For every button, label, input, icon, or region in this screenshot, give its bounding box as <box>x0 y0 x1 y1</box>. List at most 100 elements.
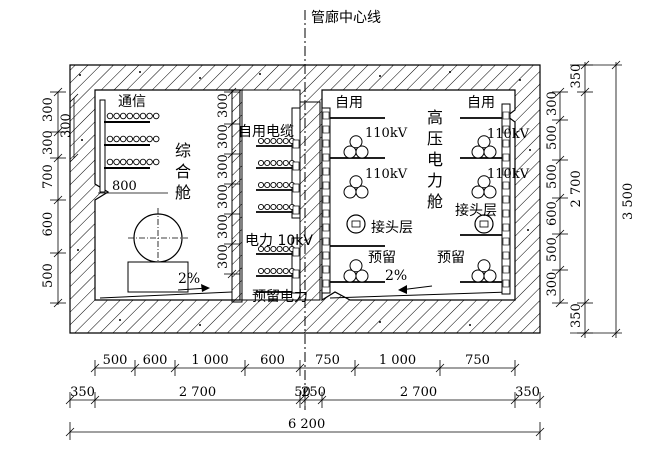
rack-clamp <box>502 125 510 134</box>
cable <box>139 158 147 166</box>
cable <box>264 203 271 211</box>
dim-value: 300 <box>216 93 231 118</box>
joint-layer-label: 接头层 <box>455 202 497 219</box>
dim-tick <box>240 363 250 373</box>
self-use-cable-label: 自用电缆 <box>238 124 294 140</box>
dim-value: 2 700 <box>179 385 216 400</box>
svg-text:2%: 2% <box>385 268 407 284</box>
dim-value: 350 <box>515 385 540 400</box>
cable <box>257 203 265 211</box>
dim-tick <box>317 395 327 405</box>
dim-tick <box>555 265 565 275</box>
rack-clamp <box>322 223 330 232</box>
dim-value: 600 <box>41 212 56 237</box>
rack-clamp <box>322 209 330 218</box>
kv110-label: 110kV <box>365 167 408 182</box>
rack-clamp <box>322 167 330 176</box>
dim-value: 600 <box>143 353 168 368</box>
cable <box>119 112 127 120</box>
dim-tick <box>295 363 305 373</box>
dim-tick <box>555 87 565 97</box>
dim-value: 500 <box>545 164 560 189</box>
dim-tick <box>130 363 140 373</box>
dim-tick <box>53 87 63 97</box>
rack-clamp <box>322 279 330 288</box>
rack-clamp <box>322 139 330 148</box>
dim-value: 600 <box>545 201 560 226</box>
hv-cable <box>349 135 363 149</box>
joint-core <box>351 220 361 228</box>
cable <box>133 158 140 166</box>
dim-value: 350 <box>70 385 95 400</box>
cable <box>113 158 120 166</box>
kv110-label: 110kV <box>487 167 530 182</box>
cable <box>119 135 127 143</box>
dim-tick <box>300 395 310 405</box>
dim-value: 1 000 <box>379 353 416 368</box>
reserved-power-label: 预留电力 <box>252 289 308 305</box>
cable <box>133 135 140 143</box>
rack-clamp <box>502 181 510 190</box>
rack-clamp <box>322 111 330 120</box>
rack-clamp <box>322 195 330 204</box>
cable <box>139 112 147 120</box>
hv-cable <box>477 175 491 189</box>
comm-cables <box>106 112 160 166</box>
hv-cable <box>477 135 491 149</box>
cable <box>106 158 114 166</box>
dim-left-inner: 300 <box>59 93 79 163</box>
dim-tick <box>555 115 565 125</box>
dim-tick <box>435 363 445 373</box>
rack-clamp <box>502 167 510 176</box>
dim-tick <box>510 395 520 405</box>
bracket-clamp <box>292 161 300 171</box>
cable <box>257 267 265 275</box>
hv-cable <box>349 259 363 273</box>
dim-value: 300 <box>41 97 56 122</box>
bracket-clamp <box>292 139 300 149</box>
rack-clamp <box>322 125 330 134</box>
dim-value: 500 <box>545 125 560 150</box>
dim-value: 600 <box>260 353 285 368</box>
cable <box>257 181 265 189</box>
bracket-clamp <box>292 269 300 279</box>
dim-value: 300 <box>545 91 560 116</box>
svg-text:合: 合 <box>175 162 191 181</box>
dim-tick <box>580 298 590 308</box>
cable <box>113 135 120 143</box>
cable <box>282 137 289 145</box>
cable <box>276 181 283 189</box>
comm-label: 通信 <box>118 94 146 110</box>
joint-layer-label: 接头层 <box>371 219 413 236</box>
hv-cable <box>355 145 369 159</box>
cable <box>106 112 114 120</box>
cable <box>282 267 289 275</box>
dim-value: 300 <box>545 272 560 297</box>
rack-clamp <box>502 209 510 218</box>
cable <box>282 181 289 189</box>
cable <box>257 137 265 145</box>
dim-tick <box>555 193 565 203</box>
cable <box>270 181 277 189</box>
cable <box>264 159 271 167</box>
joint-box <box>346 214 366 234</box>
comm-cable-trays: 通信 800 <box>98 94 168 194</box>
self-use-mid-label: 自用 <box>335 95 363 111</box>
reserved-label: 预留 <box>437 250 465 266</box>
slope-left: 2% <box>177 271 210 292</box>
cable <box>276 159 283 167</box>
dim-tick <box>555 298 565 308</box>
joint-box <box>474 214 494 234</box>
dim-tick <box>510 363 520 373</box>
cable <box>126 112 134 120</box>
dim-value: 250 <box>301 385 326 400</box>
dim-tick <box>170 363 180 373</box>
cable <box>282 245 289 253</box>
svg-text:综: 综 <box>175 141 191 160</box>
cable <box>257 245 265 253</box>
cable <box>264 137 271 145</box>
water-pipe <box>127 208 189 293</box>
